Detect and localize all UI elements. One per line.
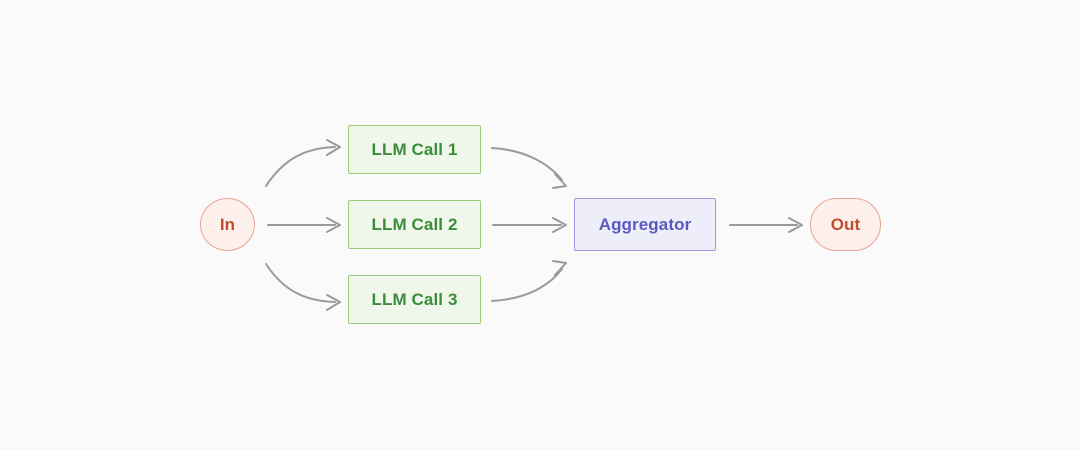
edge-llm-call-3-to-aggregator (491, 260, 567, 302)
node-llm-call-2[interactable]: LLM Call 2 (348, 200, 481, 249)
node-llm-call-1-label: LLM Call 1 (371, 139, 458, 159)
node-out[interactable]: Out (810, 198, 881, 251)
edge-llm-call-2-to-aggregator (492, 217, 567, 233)
node-out-label: Out (830, 214, 861, 234)
edge-in-to-llm-call-3 (265, 263, 341, 311)
node-aggregator[interactable]: Aggregator (574, 198, 716, 251)
edge-in-to-llm-call-1 (265, 139, 341, 187)
node-llm-call-3[interactable]: LLM Call 3 (348, 275, 481, 324)
node-in-label: In (219, 214, 236, 234)
node-llm-call-1[interactable]: LLM Call 1 (348, 125, 481, 174)
edge-in-to-llm-call-2 (267, 217, 341, 233)
edge-llm-call-1-to-aggregator (491, 147, 567, 189)
node-llm-call-2-label: LLM Call 2 (371, 214, 458, 234)
node-in[interactable]: In (200, 198, 255, 251)
edge-aggregator-to-out (729, 217, 803, 233)
node-aggregator-label: Aggregator (598, 214, 692, 234)
node-llm-call-3-label: LLM Call 3 (371, 289, 458, 309)
